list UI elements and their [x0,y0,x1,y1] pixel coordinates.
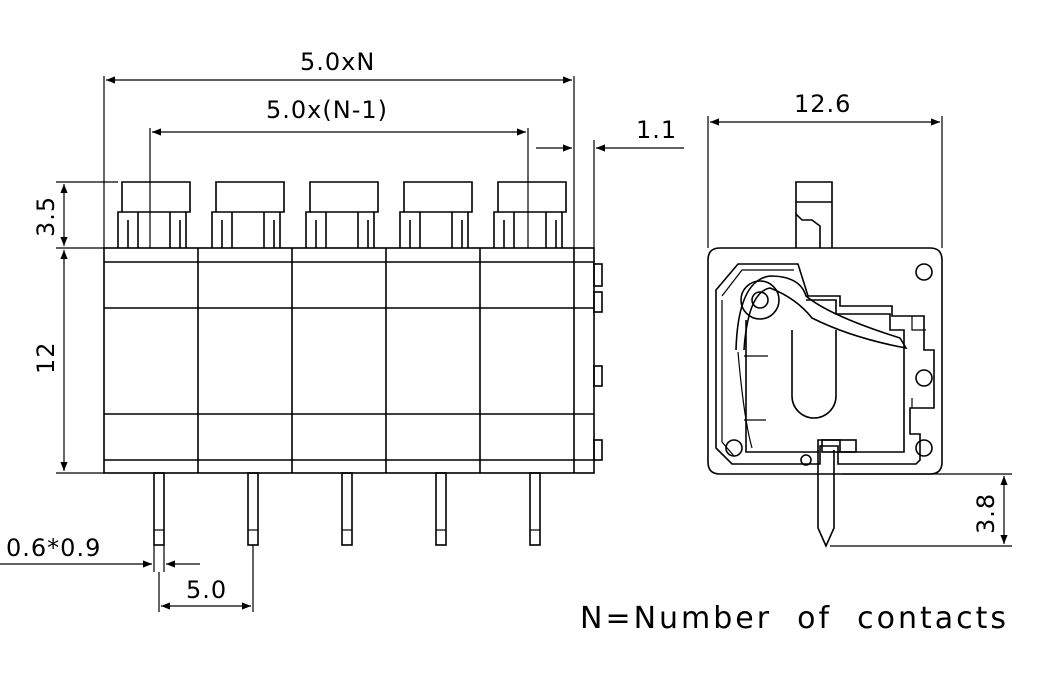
dim-side-width-label: 12.6 [794,90,851,118]
dim-body-height: 12 [32,250,104,474]
dim-lever-height-label: 3.5 [32,196,60,237]
dim-pin-section: 0.6*0.9 [0,534,200,572]
side-view [707,181,943,548]
dim-body-height-label: 12 [32,341,60,374]
lever-2 [211,181,285,248]
front-view [103,181,603,546]
lever-5 [493,181,567,248]
dim-total-width: 5.0xN [103,48,575,248]
dim-pitch-span: 5.0x(N-1) [149,96,529,248]
pins [153,472,541,546]
lever-4 [399,181,473,248]
dim-total-width-label: 5.0xN [300,48,375,76]
lever-1 [117,181,191,248]
note-text: N=Number of contacts [580,601,1009,636]
dim-lever-height: 3.5 [32,181,118,249]
dim-pin-length-label: 3.8 [972,493,1000,534]
dim-overhang: 1.1 [536,116,684,248]
lever-3 [305,181,379,248]
dim-pitch-span-label: 5.0x(N-1) [266,96,388,124]
dim-pin-section-label: 0.6*0.9 [6,534,101,562]
dim-pin-length: 3.8 [830,473,1012,547]
dim-side-width: 12.6 [707,90,943,248]
dim-overhang-label: 1.1 [636,116,677,144]
dim-pin-pitch: 5.0 [158,545,254,612]
dim-pin-pitch-label: 5.0 [186,576,227,604]
